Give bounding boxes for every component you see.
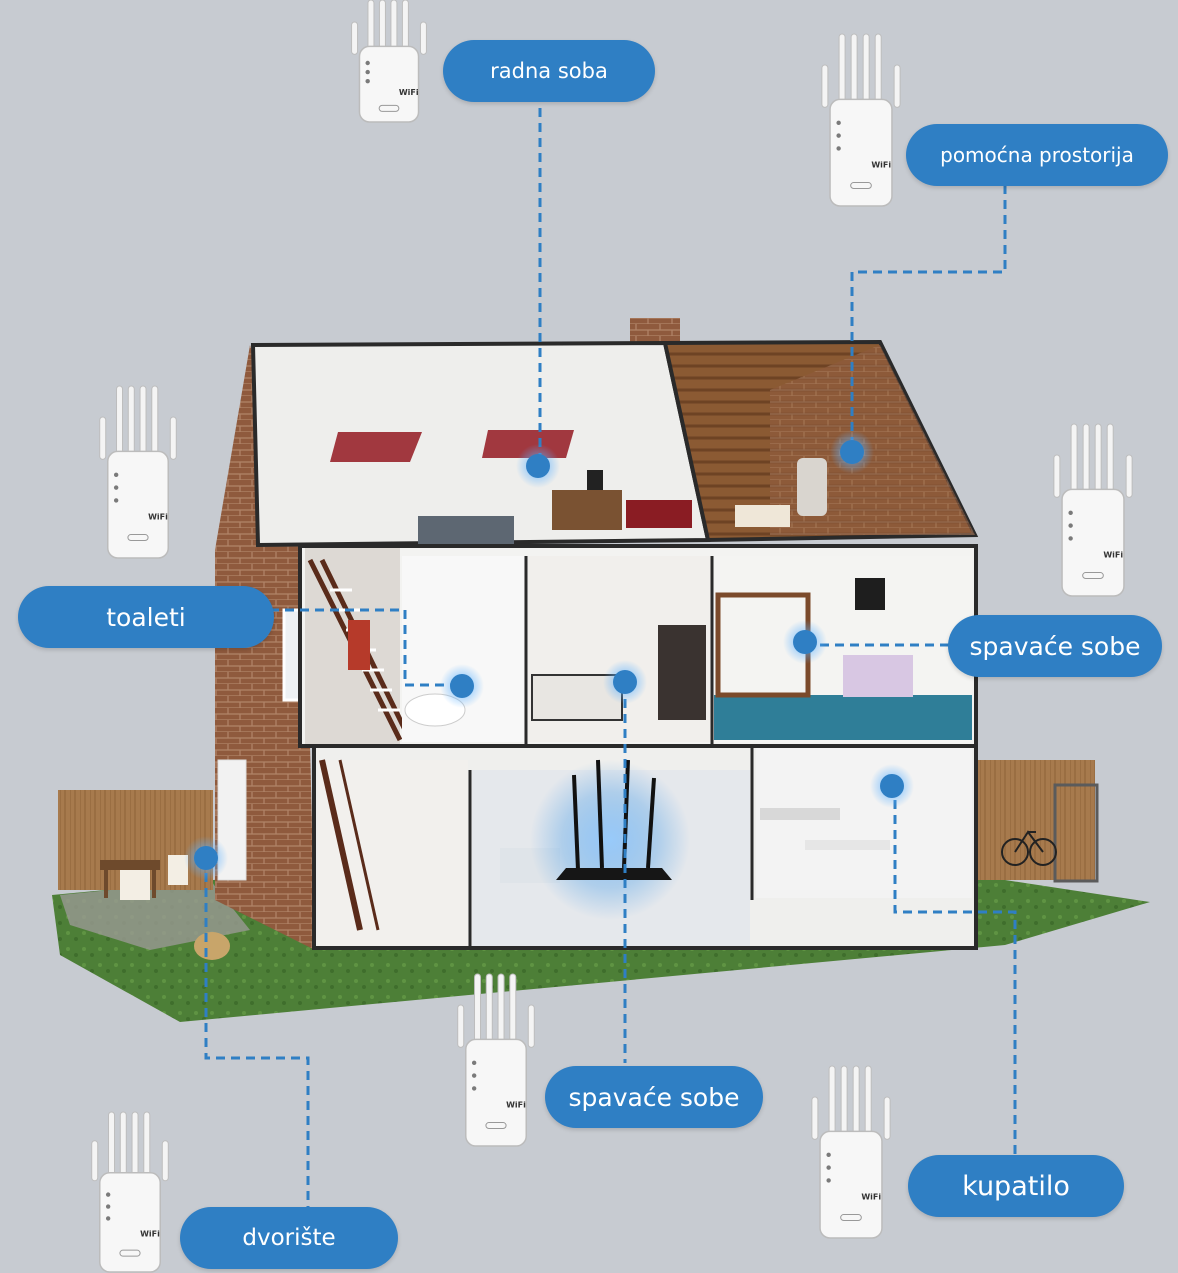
label-toilets: toaleti: [18, 586, 274, 648]
person: [348, 620, 370, 670]
location-marker-icon: [603, 660, 647, 704]
kitchen: [756, 748, 972, 898]
label-bedrooms-right: spavaće sobe: [948, 615, 1162, 677]
staircase-lower: [319, 759, 380, 931]
wifi-badge: WiFi: [148, 513, 168, 522]
dining-table: [805, 840, 890, 850]
wifi-extender-icon: WiFi: [821, 33, 901, 207]
label-bedrooms-bottom-text: spavaće sobe: [568, 1082, 740, 1112]
study-desk: [843, 655, 913, 697]
location-marker-icon: [516, 444, 560, 488]
bench: [626, 500, 692, 528]
patio-furniture: [100, 855, 188, 900]
kitchen-counter: [760, 808, 840, 820]
label-bedrooms-bottom: spavaće sobe: [545, 1066, 763, 1128]
water-heater: [797, 458, 827, 516]
label-bedrooms-right-text: spavaće sobe: [969, 631, 1141, 661]
wifi-badge: WiFi: [399, 88, 419, 97]
boxes: [735, 505, 790, 527]
desk: [552, 490, 622, 530]
label-yard: dvorište: [180, 1207, 398, 1269]
wifi-extender-icon: WiFi: [99, 385, 177, 559]
fence-right: [975, 760, 1095, 880]
connector-yard: [204, 858, 310, 1207]
wifi-extender-icon: WiFi: [91, 1111, 169, 1273]
label-bathroom: kupatilo: [908, 1155, 1124, 1217]
connector-bathroom: [893, 785, 1017, 1155]
wifi-extender-icon: WiFi: [351, 0, 427, 123]
wifi-extender-icon: WiFi: [457, 973, 535, 1147]
wifi-badge: WiFi: [506, 1101, 526, 1110]
wifi-router-icon: [556, 759, 672, 880]
location-marker-icon: [830, 430, 874, 474]
location-marker-icon: [870, 764, 914, 808]
router-signal-glow: [530, 760, 690, 920]
label-office: radna soba: [443, 40, 655, 102]
wifi-badge: WiFi: [871, 161, 891, 170]
wifi-badge: WiFi: [1103, 551, 1123, 560]
label-utility-room: pomoćna prostorija: [906, 124, 1168, 186]
attic-skylights: [330, 432, 422, 462]
location-marker-icon: [783, 620, 827, 664]
sofa: [418, 516, 514, 546]
label-utility-room-text: pomoćna prostorija: [940, 143, 1134, 167]
gate-right: [1053, 783, 1099, 883]
dog: [194, 932, 230, 960]
wifi-badge: WiFi: [140, 1229, 160, 1238]
chimney: [630, 318, 680, 342]
location-markers: [184, 430, 914, 880]
label-toilets-text: toaleti: [106, 602, 186, 632]
kids-floor: [714, 695, 972, 740]
label-office-text: radna soba: [490, 59, 608, 83]
wifi-extender-icon: WiFi: [1053, 423, 1133, 597]
label-bathroom-text: kupatilo: [962, 1170, 1070, 1202]
label-yard-text: dvorište: [242, 1225, 336, 1251]
wifi-badge: WiFi: [861, 1193, 881, 1202]
wardrobe: [658, 625, 706, 720]
monitor: [587, 470, 603, 490]
location-marker-icon: [184, 836, 228, 880]
location-marker-icon: [440, 664, 484, 708]
wifi-extender-icon: WiFi: [811, 1065, 891, 1239]
wall-art: [855, 578, 885, 610]
bicycle: [1001, 830, 1057, 866]
connector-lines: [204, 108, 1017, 1207]
connector-toilets: [270, 608, 460, 687]
